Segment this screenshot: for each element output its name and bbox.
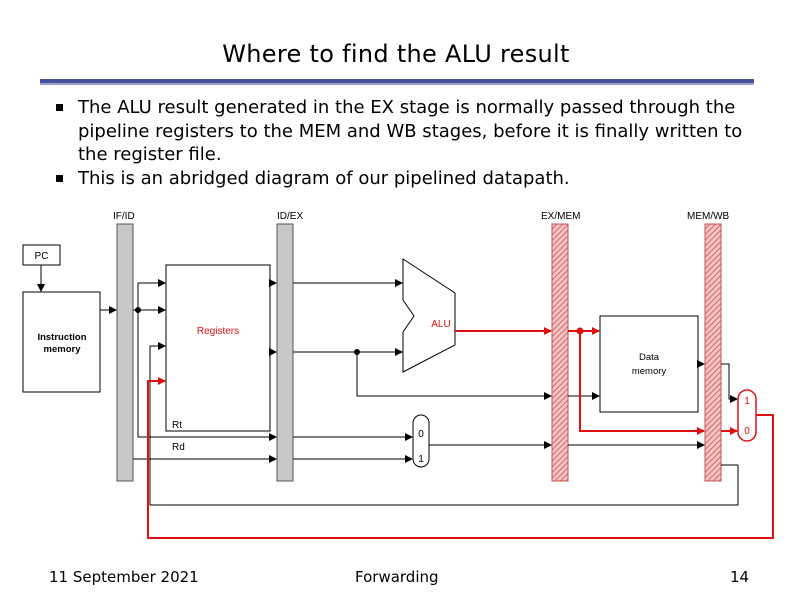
wb-mux-in1: 1 [744,396,750,407]
instruction-memory-label: Instruction [37,332,86,343]
alu-label: ALU [431,319,450,330]
mem-wb-register [704,223,722,482]
if-id-register [116,223,134,482]
ex-mem-register [551,223,569,482]
data-memory-box [599,315,699,413]
bullet-item: The ALU result generated in the EX stage… [54,96,769,167]
pc-label: PC [35,251,49,262]
instruction-memory-box [22,291,101,393]
mem-wb-label: MEM/WB [687,211,730,222]
instruction-memory-label: memory [44,344,82,355]
rt-label: Rt [172,420,182,431]
junction-dot [135,307,141,313]
bullet-item: This is an abridged diagram of our pipel… [54,167,769,191]
id-ex-register [276,223,294,482]
footer-date: 11 September 2021 [49,568,199,586]
junction-dot [576,327,584,335]
slide-title: Where to find the ALU result [222,40,570,68]
if-id-label: IF/ID [113,211,135,222]
regdst-mux-in1: 1 [418,454,424,465]
alu-shape [402,258,456,373]
data-memory-label: memory [632,366,667,377]
junction-dot [354,349,360,355]
registers-label: Registers [197,326,239,337]
regdst-mux [412,414,430,468]
id-ex-label: ID/EX [277,211,303,222]
rd-label: Rd [172,442,185,453]
ex-mem-label: EX/MEM [541,211,580,222]
bullet-list: The ALU result generated in the EX stage… [54,96,769,190]
page-number: 14 [730,568,750,586]
regdst-mux-in0: 0 [418,429,424,440]
title-underline [40,79,754,85]
footer-topic: Forwarding [355,568,439,586]
data-memory-label: Data [639,352,660,363]
wb-mux-in0: 0 [744,426,750,437]
registers-box [165,264,271,432]
